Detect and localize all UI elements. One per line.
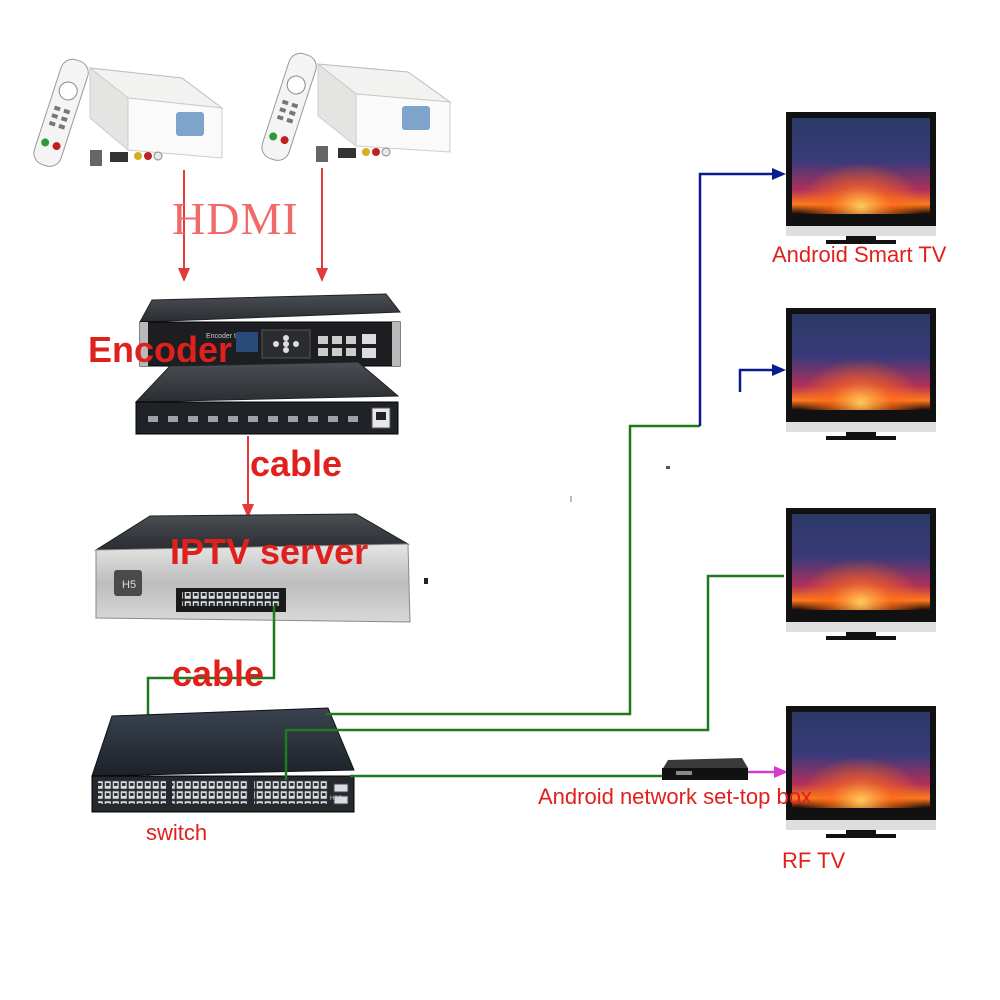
cable-arrow-encoder-server	[242, 436, 254, 518]
receiver-label-sticker	[402, 106, 430, 130]
server-logo-badge	[114, 570, 142, 596]
satellite-receiver-2	[316, 62, 452, 162]
encoder-rear-unit	[134, 361, 400, 435]
cable-label-server-switch: cable	[172, 653, 265, 694]
encoder-lcd	[236, 332, 258, 352]
av-line-stb-to-tv-4	[748, 766, 788, 778]
server-badge-text: H5	[122, 579, 136, 591]
hdmi-line-to-tv-2	[738, 364, 786, 392]
network-line-to-tv-1-and-2	[326, 424, 700, 716]
rf-port-icon	[316, 146, 328, 162]
rf-port-icon	[90, 150, 102, 166]
network-line-to-tv-3	[284, 574, 784, 780]
android-smart-tv-2	[786, 308, 936, 440]
rf-tv-label: RF TV	[782, 848, 846, 873]
remote-control-2	[261, 52, 317, 161]
switch-brand-text: H3C	[330, 796, 343, 802]
iptv-server-label: IPTV server	[170, 531, 369, 572]
encoder-label: Encoder	[88, 329, 233, 370]
android-smart-tv-1	[786, 112, 936, 244]
remote-control-1	[33, 58, 89, 167]
hdmi-arrow-2	[316, 168, 328, 282]
android-smart-tv-label: Android Smart TV	[772, 242, 947, 267]
rf-tv	[786, 706, 936, 838]
hdmi-line-to-tv-1	[698, 168, 786, 426]
satellite-receiver-1	[88, 66, 224, 166]
hdmi-arrow-1	[178, 170, 190, 282]
network-switch: H3C	[91, 707, 355, 813]
android-stb-label: Android network set-top box	[538, 784, 812, 809]
receiver-label-sticker	[176, 112, 204, 136]
android-set-top-box	[662, 758, 748, 780]
hdmi-label: HDMI	[172, 193, 299, 244]
switch-label: switch	[146, 820, 208, 845]
encoder-front-unit: Encoder to IP	[139, 293, 401, 367]
iptv-server-box: H5	[94, 513, 428, 623]
smart-tv-3	[786, 508, 936, 640]
encoder-badge: Encoder to IP	[206, 333, 249, 340]
cable-label-encoder-server: cable	[250, 443, 343, 484]
